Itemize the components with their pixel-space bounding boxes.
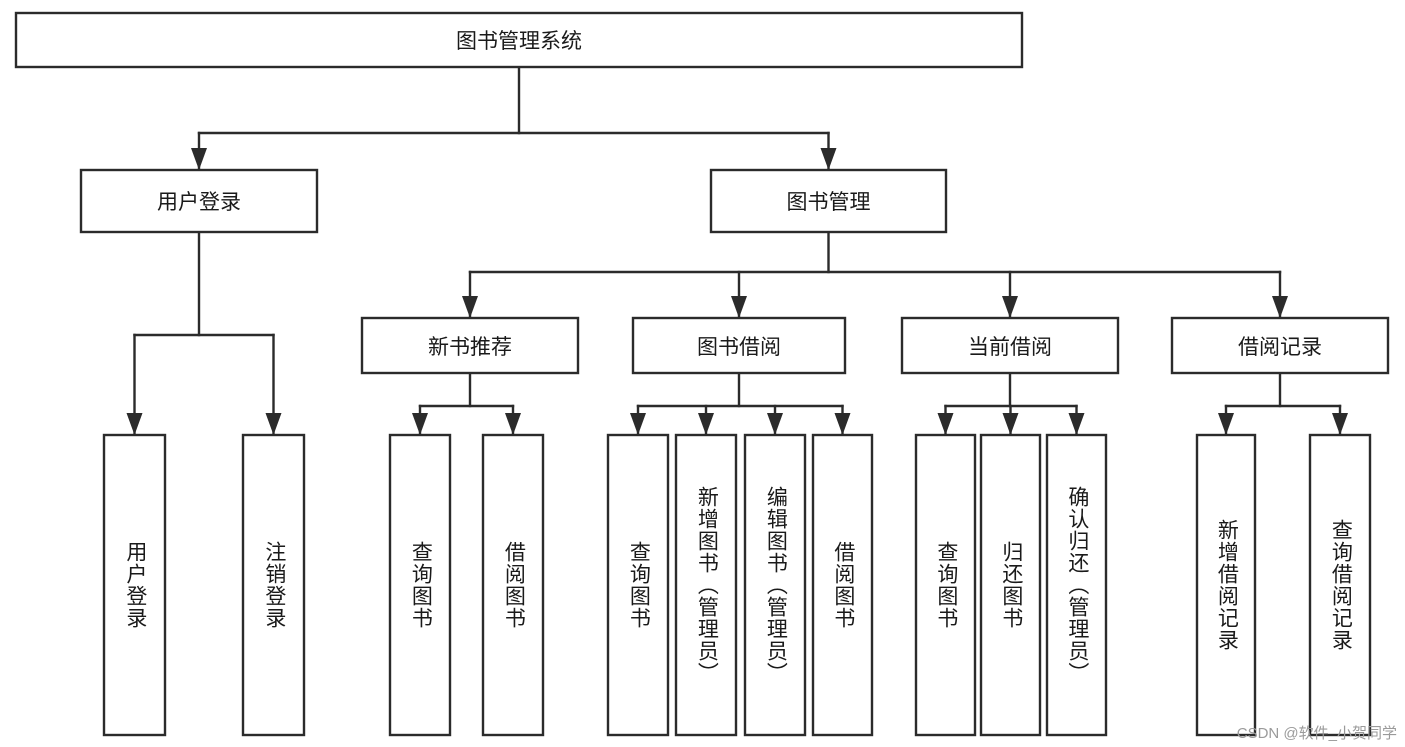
node-box-new-book-recommend[interactable] [360, 316, 580, 375]
node-box-borrow-book-2[interactable] [811, 433, 874, 737]
node-box-edit-book-admin[interactable] [743, 433, 807, 737]
arrow-head-icon [698, 413, 714, 435]
node-box-user-logout[interactable] [241, 433, 306, 737]
node-box-user-login-do[interactable] [102, 433, 167, 737]
arrow-head-icon [462, 296, 478, 318]
arrow-head-icon [834, 413, 851, 435]
node-box-borrow-book-1[interactable] [481, 433, 545, 737]
connector-lines-layer [126, 65, 1348, 436]
node-box-add-borrow-record[interactable] [1195, 433, 1257, 737]
arrow-head-icon [505, 413, 521, 435]
node-box-root[interactable] [14, 11, 1024, 69]
node-box-query-book-3[interactable] [914, 433, 977, 737]
arrow-head-icon [1002, 413, 1019, 435]
node-box-query-book-2[interactable] [606, 433, 670, 737]
node-box-book-manage[interactable] [709, 168, 948, 234]
arrow-head-icon [191, 148, 207, 170]
node-box-user-login[interactable] [79, 168, 319, 234]
watermark-text: CSDN @软件_小贺同学 [1236, 725, 1397, 742]
arrow-head-icon [1002, 296, 1018, 318]
arrow-head-icon [1332, 413, 1348, 435]
arrow-head-icon [1272, 296, 1288, 318]
node-boxes-layer [14, 11, 1390, 737]
arrow-head-icon [126, 413, 143, 435]
arrow-head-icon [820, 148, 837, 170]
arrow-head-icon [1068, 413, 1085, 435]
node-box-return-book[interactable] [979, 433, 1042, 737]
node-box-book-borrow[interactable] [631, 316, 847, 375]
arrow-head-icon [937, 413, 954, 435]
node-box-borrow-record[interactable] [1170, 316, 1390, 375]
node-box-current-borrow[interactable] [900, 316, 1120, 375]
node-box-query-book-1[interactable] [388, 433, 452, 737]
arrow-head-icon [767, 413, 783, 435]
arrow-head-icon [412, 413, 428, 435]
arrow-head-icon [630, 413, 646, 435]
node-box-confirm-return-admin[interactable] [1045, 433, 1108, 737]
node-box-add-book-admin[interactable] [674, 433, 738, 737]
node-box-query-borrow-record[interactable] [1308, 433, 1372, 737]
arrow-head-icon [265, 413, 282, 435]
arrow-head-icon [731, 296, 747, 318]
arrow-head-icon [1218, 413, 1234, 435]
